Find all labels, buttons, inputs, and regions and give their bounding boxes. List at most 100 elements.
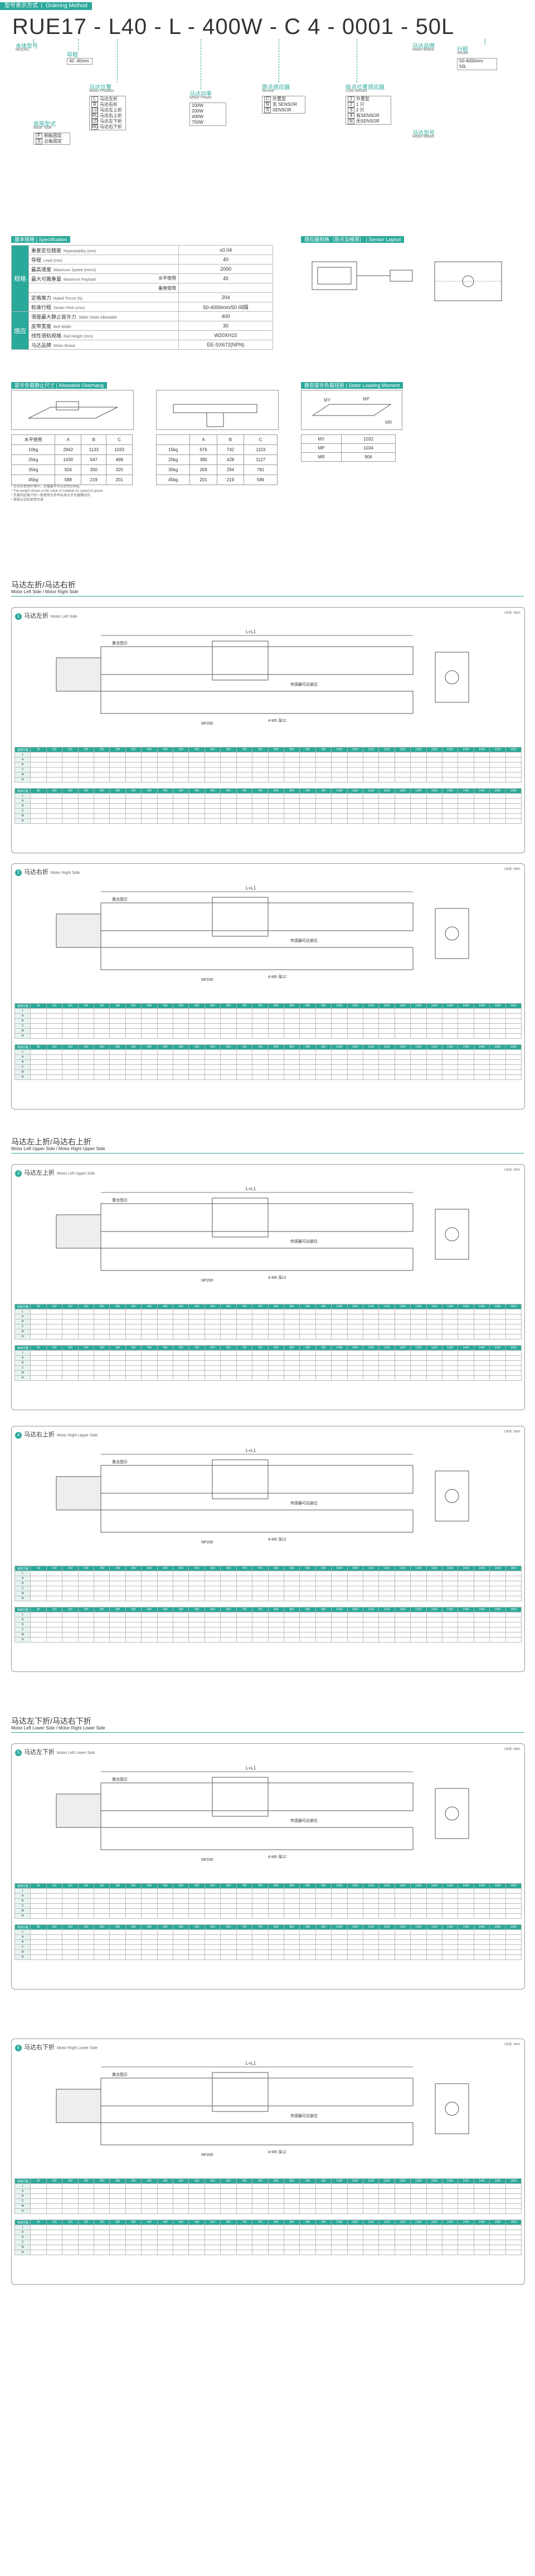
dimension-cell bbox=[426, 1350, 442, 1356]
dimension-row: A bbox=[14, 1576, 522, 1581]
dimension-cell bbox=[441, 1627, 459, 1632]
overhang-cell: 2942 bbox=[55, 444, 82, 455]
dimension-cell bbox=[426, 1908, 442, 1914]
dimension-cell: 600 bbox=[204, 1607, 221, 1612]
dimension-cell: 700 bbox=[236, 2220, 253, 2225]
dimension-cell bbox=[394, 1949, 411, 1955]
dimension-cell bbox=[252, 1576, 269, 1581]
dimension-row: L bbox=[14, 1571, 522, 1576]
dimension-cell: 650 bbox=[220, 747, 237, 752]
dimension-cell bbox=[204, 1571, 221, 1576]
dimension-cell bbox=[46, 1069, 63, 1075]
dimension-cell bbox=[94, 1939, 110, 1945]
dimension-cell bbox=[94, 757, 110, 762]
stroke-box: 50-4000mm 50L bbox=[457, 58, 497, 70]
dimension-cell bbox=[331, 1612, 348, 1617]
dimension-cell bbox=[299, 1334, 316, 1340]
dimension-cell bbox=[46, 1934, 63, 1940]
dimension-row: M bbox=[14, 772, 522, 778]
dimension-cell bbox=[473, 772, 490, 778]
dimension-cell bbox=[220, 1586, 237, 1591]
dimension-cell bbox=[236, 1054, 253, 1060]
dimension-cell bbox=[394, 1954, 411, 1960]
dimension-cell bbox=[489, 1596, 506, 1601]
dimension-cell bbox=[473, 2235, 490, 2240]
dimension-cell bbox=[299, 772, 316, 778]
dimension-cell bbox=[505, 1617, 522, 1622]
dimension-cell bbox=[331, 1591, 348, 1596]
dimension-cell bbox=[505, 1612, 522, 1617]
dimension-cell: 1500 bbox=[489, 2220, 506, 2225]
dimension-cell bbox=[268, 1008, 284, 1014]
dimension-cell bbox=[378, 1008, 395, 1014]
dimension-cell bbox=[62, 808, 79, 814]
dimension-cell bbox=[188, 1627, 205, 1632]
dimension-cell: 1350 bbox=[441, 1924, 459, 1930]
dimension-cell bbox=[378, 2193, 395, 2199]
dimension-cell bbox=[77, 1903, 95, 1909]
dimension-cell bbox=[220, 1033, 237, 1039]
dimension-cell bbox=[394, 1581, 411, 1586]
dimension-cell bbox=[410, 2208, 427, 2214]
dimension-cell bbox=[505, 1074, 522, 1080]
dimension-cell bbox=[394, 752, 411, 757]
dimension-cell bbox=[77, 2250, 95, 2255]
dimension-cell: 800 bbox=[268, 1003, 284, 1009]
dimension-cell bbox=[125, 2240, 142, 2245]
dimension-cell: 1550 bbox=[505, 1924, 522, 1930]
dimension-cell: 50 bbox=[30, 1003, 47, 1009]
dimension-cell bbox=[410, 1365, 427, 1371]
dimension-cell bbox=[441, 1334, 459, 1340]
dimension-cell bbox=[410, 1008, 427, 1014]
dimension-cell bbox=[378, 1365, 395, 1371]
dimension-cell bbox=[410, 818, 427, 824]
dimension-cell: 800 bbox=[268, 1345, 284, 1351]
dimension-cell bbox=[30, 2198, 47, 2204]
dimension-cell bbox=[299, 1913, 316, 1919]
dimension-cell bbox=[489, 1360, 506, 1366]
dimension-cell bbox=[46, 1939, 63, 1945]
dimension-cell bbox=[252, 1898, 269, 1904]
dimension-cell bbox=[173, 1314, 189, 1319]
dimension-cell bbox=[109, 2245, 126, 2250]
dimension-cell: 100 bbox=[46, 2178, 63, 2184]
dimension-cell bbox=[125, 2230, 142, 2235]
dimension-cell bbox=[441, 818, 459, 824]
dimension-cell bbox=[378, 803, 395, 809]
dimension-cell bbox=[173, 1576, 189, 1581]
dimension-cell bbox=[458, 1903, 474, 1909]
dimension-cell bbox=[236, 1622, 253, 1627]
dimension-cell bbox=[315, 2235, 332, 2240]
dimension-cell bbox=[410, 757, 427, 762]
dimension-cell bbox=[46, 2230, 63, 2235]
dimension-cell bbox=[188, 1637, 205, 1643]
dimension-cell bbox=[426, 1375, 442, 1381]
dimension-cell bbox=[362, 772, 380, 778]
dimension-cell bbox=[236, 1571, 253, 1576]
dimension-cell bbox=[30, 1939, 47, 1945]
dimension-cell bbox=[188, 2240, 205, 2245]
dimension-cell bbox=[252, 1596, 269, 1601]
dimension-cell: 600 bbox=[204, 1924, 221, 1930]
dimension-cell bbox=[441, 1617, 459, 1622]
dimension-cell bbox=[46, 1576, 63, 1581]
dimension-cell bbox=[473, 1591, 490, 1596]
dimension-cell bbox=[94, 798, 110, 804]
dimension-cell bbox=[62, 818, 79, 824]
dimension-cell bbox=[489, 818, 506, 824]
dimension-cell bbox=[188, 1888, 205, 1894]
dimension-cell bbox=[204, 2208, 221, 2214]
dimension-cell bbox=[378, 1934, 395, 1940]
dimension-cell bbox=[505, 1903, 522, 1909]
dimension-cell bbox=[299, 1074, 316, 1080]
dimension-cell bbox=[77, 1617, 95, 1622]
dimension-cell bbox=[394, 2208, 411, 2214]
dimension-cell bbox=[410, 1049, 427, 1055]
dimension-cell bbox=[441, 2183, 459, 2189]
dimension-cell bbox=[473, 1314, 490, 1319]
dimension-cell bbox=[94, 1324, 110, 1329]
dimension-cell bbox=[505, 1059, 522, 1065]
dimension-cell: 350 bbox=[125, 1924, 142, 1930]
